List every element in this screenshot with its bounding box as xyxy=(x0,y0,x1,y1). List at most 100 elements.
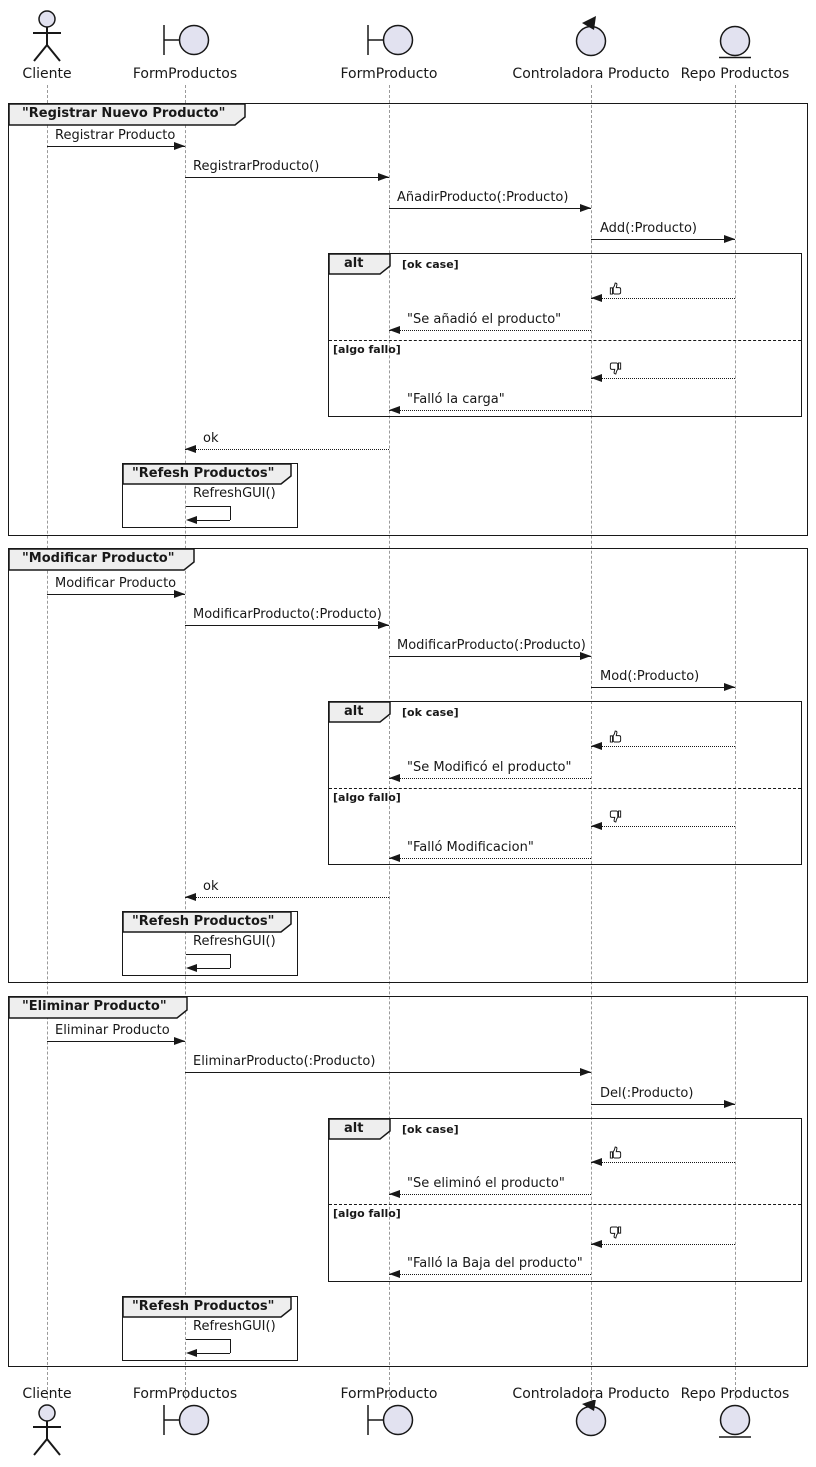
arrowhead-right xyxy=(580,652,591,660)
self-message-label: RefreshGUI() xyxy=(193,934,276,949)
return-line xyxy=(591,826,735,827)
arrowhead-right xyxy=(174,590,185,598)
arrowhead-left xyxy=(591,742,602,750)
self-message-line xyxy=(230,954,231,968)
group-title: "Refesh Productos" xyxy=(132,1299,275,1314)
boundary-icon xyxy=(163,24,210,56)
thumbs-down-icon xyxy=(609,362,622,375)
message-label: Del(:Producto) xyxy=(600,1086,694,1101)
alt-divider xyxy=(329,340,801,341)
message-line xyxy=(591,1104,735,1105)
control-icon xyxy=(575,16,607,57)
arrowhead-right xyxy=(174,1037,185,1045)
message-label: RegistrarProducto() xyxy=(193,159,320,174)
message-label: Mod(:Producto) xyxy=(600,669,700,684)
message-label: "Se añadió el producto" xyxy=(407,312,562,327)
return-line xyxy=(591,298,735,299)
participant-label: FormProductos xyxy=(132,1386,238,1402)
group-title: "Refesh Productos" xyxy=(132,466,275,481)
alt-label: alt xyxy=(344,704,364,719)
arrowhead-left xyxy=(389,326,400,334)
arrowhead-right xyxy=(724,683,735,691)
thumbs-up-icon xyxy=(609,282,622,295)
arrowhead-left xyxy=(389,854,400,862)
participant-label: FormProducto xyxy=(340,1386,438,1402)
message-label: Registrar Producto xyxy=(55,128,176,143)
arrowhead-left xyxy=(186,1349,197,1357)
arrowhead-left xyxy=(185,893,196,901)
message-label: ok xyxy=(203,431,219,446)
participant-label: FormProductos xyxy=(132,66,238,82)
message-line xyxy=(185,1072,591,1073)
message-line xyxy=(185,177,389,178)
guard-fail: [algo fallo] xyxy=(333,791,401,804)
group-title-tab xyxy=(123,464,292,485)
arrowhead-left xyxy=(389,1270,400,1278)
alt-fragment xyxy=(328,1118,802,1282)
actor-icon xyxy=(33,10,61,62)
message-label: EliminarProducto(:Producto) xyxy=(193,1054,376,1069)
lifeline-formproducto xyxy=(389,85,390,1400)
return-line xyxy=(591,1244,735,1245)
entity-icon xyxy=(719,1404,751,1438)
message-line xyxy=(47,1041,185,1042)
control-icon xyxy=(575,1400,607,1437)
return-line xyxy=(389,858,591,859)
return-line xyxy=(185,449,389,450)
frame-title: "Eliminar Producto" xyxy=(22,999,167,1014)
return-line xyxy=(389,410,591,411)
message-line xyxy=(185,625,389,626)
message-line xyxy=(389,208,591,209)
guard-ok: [ok case] xyxy=(402,706,459,719)
group-title-tab xyxy=(123,1297,292,1318)
self-message-line xyxy=(230,506,231,520)
message-line xyxy=(47,146,185,147)
message-label: ok xyxy=(203,879,219,894)
entity-icon xyxy=(719,25,751,59)
alt-divider xyxy=(329,1204,801,1205)
self-message-line xyxy=(197,520,230,521)
message-line xyxy=(591,239,735,240)
frame-registrar xyxy=(8,103,808,536)
guard-fail: [algo fallo] xyxy=(333,343,401,356)
arrowhead-left xyxy=(389,406,400,414)
self-message-label: RefreshGUI() xyxy=(193,1319,276,1334)
alt-tab xyxy=(329,1119,391,1140)
thumbs-up-icon xyxy=(609,730,622,743)
message-line xyxy=(389,656,591,657)
participant-icons-bottom xyxy=(33,1400,751,1456)
self-message-line xyxy=(186,506,230,507)
return-line xyxy=(185,897,389,898)
arrowhead-right xyxy=(580,204,591,212)
participant-label: FormProducto xyxy=(340,66,438,82)
message-label: Eliminar Producto xyxy=(55,1023,170,1038)
message-label: "Falló Modificacion" xyxy=(407,840,534,855)
message-label: Add(:Producto) xyxy=(600,221,698,236)
group-title: "Refesh Productos" xyxy=(132,914,275,929)
return-line xyxy=(389,330,591,331)
arrowhead-left xyxy=(186,516,197,524)
frame-title-tab xyxy=(9,997,188,1019)
actor-icon xyxy=(33,1404,61,1456)
return-line xyxy=(389,778,591,779)
arrowhead-left xyxy=(389,774,400,782)
self-message-label: RefreshGUI() xyxy=(193,486,276,501)
frame-eliminar xyxy=(8,996,808,1367)
message-label: "Falló la carga" xyxy=(407,392,505,407)
alt-tab xyxy=(329,254,391,275)
guard-ok: [ok case] xyxy=(402,258,459,271)
self-message-line xyxy=(186,1339,230,1340)
message-label: ModificarProducto(:Producto) xyxy=(193,607,382,622)
self-message-line xyxy=(197,1353,230,1354)
participant-label: Repo Productos xyxy=(680,1386,790,1402)
return-line xyxy=(591,378,735,379)
lifeline-cliente xyxy=(47,85,48,1400)
arrowhead-left xyxy=(185,445,196,453)
message-label: "Se Modificó el producto" xyxy=(407,760,572,775)
participant-label: Controladora Producto xyxy=(512,66,670,82)
frame-title: "Registrar Nuevo Producto" xyxy=(22,106,226,121)
alt-label: alt xyxy=(344,1121,364,1136)
group-title-tab xyxy=(123,912,292,933)
frame-title: "Modificar Producto" xyxy=(22,551,175,566)
